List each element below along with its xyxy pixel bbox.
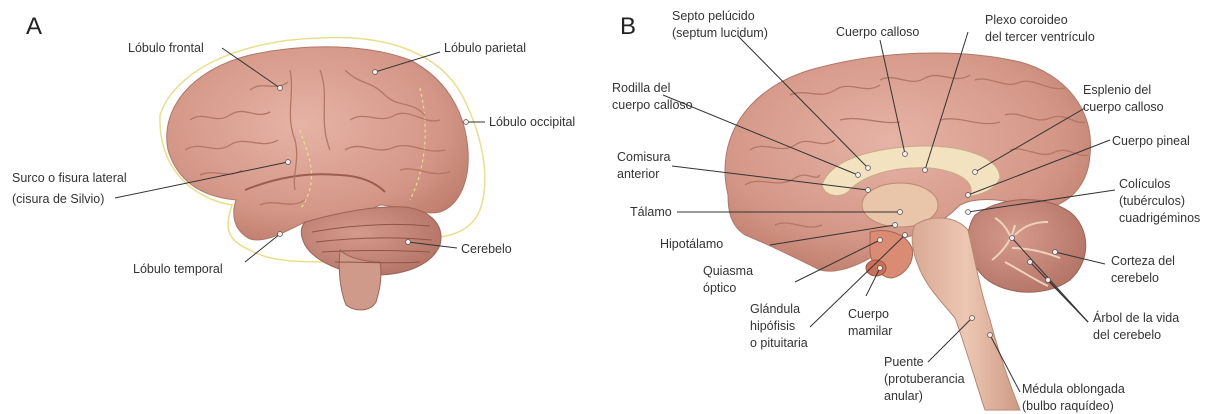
panel-b-letter: B bbox=[620, 13, 636, 40]
label-surco-lateral-line1: Surco o fisura lateral bbox=[12, 171, 127, 185]
label-corteza-line1: Corteza del bbox=[1111, 254, 1175, 268]
label-corteza-line2: cerebelo bbox=[1111, 271, 1159, 285]
label-quiasma-line2: óptico bbox=[703, 281, 736, 295]
label-mamilar-line1: Cuerpo bbox=[848, 307, 889, 321]
label-lobulo-temporal: Lóbulo temporal bbox=[133, 262, 223, 276]
label-septo-line1: Septo pelúcido bbox=[672, 9, 755, 23]
label-esplenio-line1: Esplenio del bbox=[1083, 83, 1151, 97]
panel-a-letter: A bbox=[26, 13, 42, 40]
label-coliculos-line1: Colículos bbox=[1119, 177, 1170, 191]
label-comisura-line2: anterior bbox=[617, 167, 659, 181]
label-rodilla-line1: Rodilla del bbox=[612, 81, 670, 95]
label-glandula-line1: Glándula bbox=[750, 302, 800, 316]
label-plexo-line1: Plexo coroideo bbox=[985, 13, 1068, 27]
label-puente-line1: Puente bbox=[884, 355, 924, 369]
label-cerebelo: Cerebelo bbox=[461, 242, 512, 256]
label-surco-lateral-line2: (cisura de Silvio) bbox=[12, 192, 104, 206]
label-hipotalamo: Hipotálamo bbox=[660, 237, 723, 251]
label-lobulo-frontal: Lóbulo frontal bbox=[128, 41, 204, 55]
panel-b: B bbox=[612, 9, 1200, 413]
label-comisura-line1: Comisura bbox=[617, 150, 671, 164]
label-cuerpo-calloso: Cuerpo calloso bbox=[836, 25, 919, 39]
label-quiasma-line1: Quiasma bbox=[703, 264, 753, 278]
label-glandula-line2: hipófisis bbox=[750, 319, 795, 333]
label-lobulo-occipital: Lóbulo occipital bbox=[489, 115, 575, 129]
panel-a: A bbox=[12, 13, 575, 310]
label-medula-line2: (bulbo raquídeo) bbox=[1022, 399, 1114, 413]
label-esplenio-line2: cuerpo calloso bbox=[1083, 100, 1164, 114]
label-coliculos-line3: cuadrigéminos bbox=[1119, 211, 1200, 225]
label-medula-line1: Médula oblongada bbox=[1022, 382, 1125, 396]
cerebellum-medial bbox=[968, 200, 1086, 293]
label-talamo: Tálamo bbox=[630, 205, 672, 219]
label-rodilla-line2: cuerpo calloso bbox=[612, 98, 693, 112]
label-coliculos-line2: (tubérculos) bbox=[1119, 194, 1185, 208]
label-cuerpo-pineal: Cuerpo pineal bbox=[1112, 134, 1190, 148]
cerebrum-lateral bbox=[167, 47, 469, 240]
label-glandula-line3: o pituitaria bbox=[750, 336, 808, 350]
label-puente-line3: anular) bbox=[884, 389, 923, 403]
label-plexo-line2: del tercer ventrículo bbox=[985, 30, 1095, 44]
label-puente-line2: (protuberancia bbox=[884, 372, 965, 386]
label-arbol-line2: del cerebelo bbox=[1093, 328, 1161, 342]
label-mamilar-line2: mamilar bbox=[848, 324, 892, 338]
label-arbol-line1: Árbol de la vida bbox=[1093, 310, 1179, 325]
label-lobulo-parietal: Lóbulo parietal bbox=[444, 41, 526, 55]
label-septo-line2: (septum lucidum) bbox=[672, 26, 768, 40]
